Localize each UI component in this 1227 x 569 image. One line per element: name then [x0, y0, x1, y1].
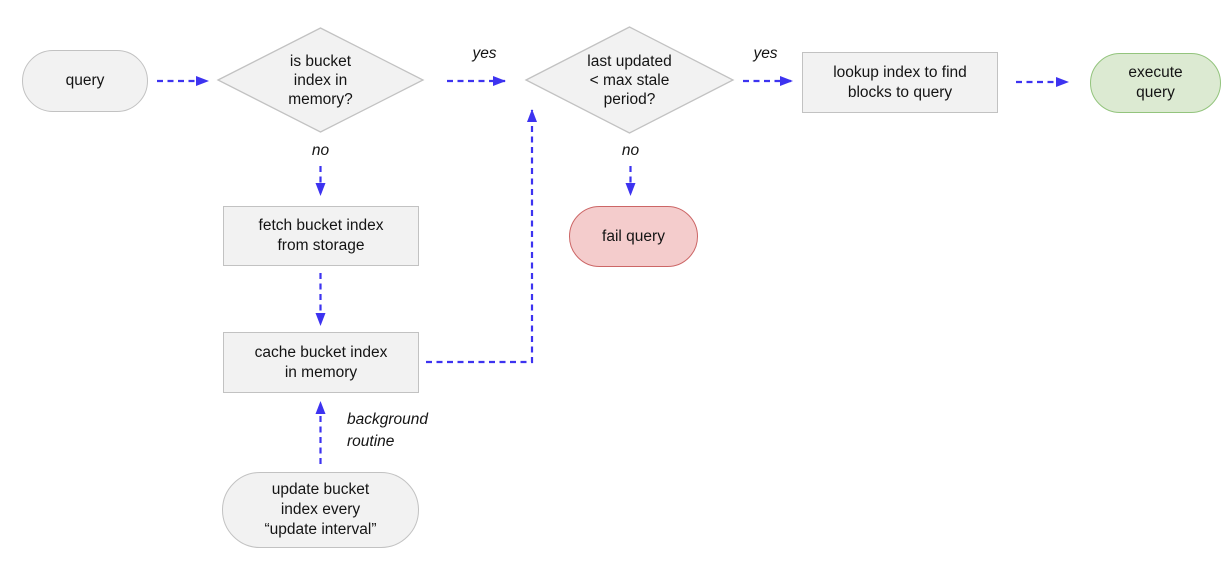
node-cache-bucket-index: cache bucket index in memory	[223, 332, 419, 393]
edge-label-background-routine: background routine	[347, 411, 429, 450]
node-decision-last-updated: last updated < max stale period?	[587, 52, 672, 108]
node-fail-query: fail query	[569, 206, 698, 267]
node-update-bucket-index: update bucket index every “update interv…	[222, 472, 419, 548]
edge-label-memory-yes: yes	[472, 45, 497, 62]
node-decision-bucket-index-in-memory: is bucket index in memory?	[288, 52, 353, 108]
decision-bucket-index-in-memory-shape	[216, 27, 425, 133]
edge-cache-to-stale-check	[426, 109, 537, 364]
node-lookup-index: lookup index to find blocks to query	[802, 52, 998, 113]
edge-label-memory-no: no	[311, 142, 330, 159]
decision-last-updated-shape	[524, 26, 735, 134]
node-execute-query: execute query	[1090, 53, 1221, 113]
edge-label-stale-yes: yes	[753, 45, 778, 62]
edge-label-stale-no: no	[621, 142, 640, 159]
node-fetch-bucket-index: fetch bucket index from storage	[223, 206, 419, 266]
node-query: query	[22, 50, 148, 112]
